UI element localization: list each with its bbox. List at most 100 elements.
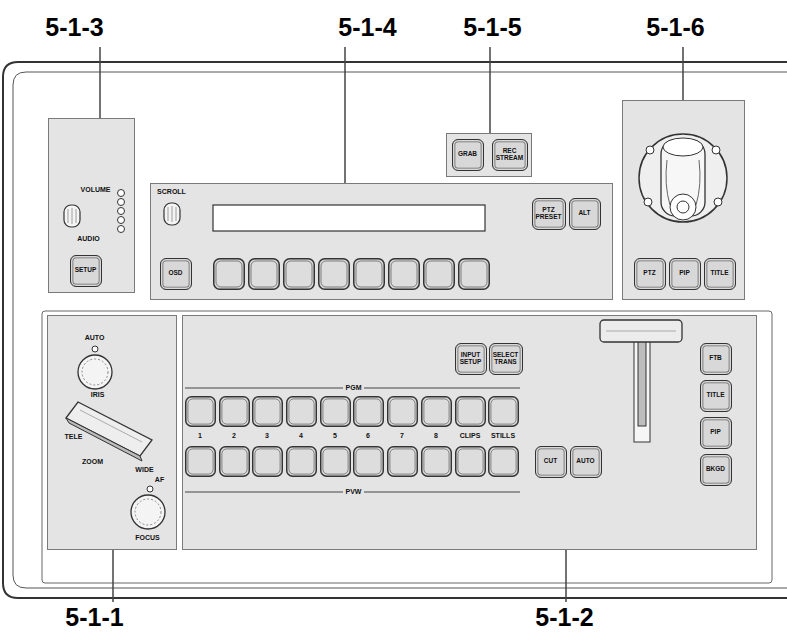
plain-button [489, 397, 519, 427]
panel-ground [47, 315, 177, 550]
plain-button [249, 259, 280, 290]
leader-line [489, 47, 491, 133]
plain-button [424, 259, 455, 290]
panel-button: ALT [569, 198, 601, 230]
panel-button: REC STREAM [492, 139, 528, 171]
panel-button: AUTO [570, 446, 602, 478]
control-panel: 5-1-2PGM12345678CLIPSSTILLSPVWINPUT SETU… [182, 315, 757, 550]
callout-number: 5-1-1 [65, 604, 123, 632]
leader-line [565, 550, 567, 602]
plain-button [389, 259, 420, 290]
button-label: PTZ PRESET [536, 207, 562, 221]
tbar-handle [600, 320, 682, 342]
zoom-rocker-side [66, 418, 142, 461]
control-panel: 5-1-6PTZPIPTITLE [622, 100, 745, 300]
housing-outline [3, 62, 787, 598]
plain-button [422, 397, 452, 427]
knob-ridge [76, 209, 77, 223]
panel-button: OSD [160, 258, 192, 290]
panel-button: SELECT TRANS [489, 343, 523, 375]
knob-ridge [82, 359, 108, 385]
scroll-knob [164, 203, 180, 225]
level-led [118, 217, 125, 224]
level-led [118, 199, 125, 206]
housing-inner-line [13, 72, 787, 588]
control-label: IRIS [91, 391, 105, 398]
plain-button [287, 447, 317, 477]
plain-button [388, 397, 418, 427]
leader-line [112, 550, 114, 602]
grip-button [670, 194, 696, 220]
af-led [147, 486, 153, 492]
panel-button: TITLE [704, 258, 736, 290]
button-label: REC STREAM [496, 148, 523, 162]
tbar-stem [638, 330, 646, 426]
lcd-display [213, 205, 485, 231]
button-label: TITLE [706, 392, 724, 399]
control-label: AUTO [85, 334, 105, 341]
button-label: PIP [679, 270, 689, 277]
plain-button [220, 397, 250, 427]
panel-button: TITLE [700, 380, 732, 412]
grip-button [677, 201, 689, 213]
knob-ridge [68, 209, 69, 223]
plain-button [388, 447, 418, 477]
leader-line [99, 47, 101, 118]
control-label: 5 [333, 432, 337, 439]
button-label: BKGD [706, 466, 725, 473]
panel-button: BKGD [700, 454, 732, 486]
plain-button [354, 259, 385, 290]
panel-button: PTZ [634, 258, 666, 290]
panel-button: CUT [535, 446, 567, 478]
plain-button [220, 447, 250, 477]
base-screw [714, 198, 722, 206]
panel-ground [150, 183, 613, 300]
button-label: PTZ [643, 270, 655, 277]
control-label: ZOOM [82, 458, 103, 465]
control-panel: 5-1-4SCROLLPTZ PRESETALTOSD [150, 183, 613, 300]
plain-button [354, 447, 384, 477]
panel-button: PIP [669, 258, 701, 290]
plain-button [284, 259, 315, 290]
plain-button [456, 397, 486, 427]
button-label: ALT [578, 210, 590, 217]
plain-button [456, 447, 486, 477]
base-screw [646, 146, 654, 154]
control-label: TELE [65, 433, 83, 440]
callout-number: 5-1-4 [338, 14, 396, 42]
control-label: 3 [265, 432, 269, 439]
knob-ridge [72, 208, 73, 224]
plain-button [422, 447, 452, 477]
control-panel: 5-1-5GRABREC STREAM [446, 133, 532, 177]
joystick-base [639, 134, 727, 222]
control-label: 1 [198, 432, 202, 439]
panel-button: PIP [700, 417, 732, 449]
volume-knob [64, 205, 80, 227]
lower-frame [42, 311, 772, 583]
auto-led [92, 346, 98, 352]
control-label: FOCUS [135, 534, 160, 541]
button-label: SELECT TRANS [493, 352, 519, 366]
plain-button [321, 397, 351, 427]
button-label: SETUP [75, 267, 97, 274]
level-led [118, 208, 125, 215]
knob-ridge [135, 499, 161, 525]
control-label: PVW [343, 488, 365, 495]
control-label: AF [155, 476, 164, 483]
iris-knob [78, 355, 112, 389]
button-label: CUT [544, 458, 557, 465]
control-label: WIDE [135, 466, 153, 473]
plain-button [253, 397, 283, 427]
control-label: 8 [434, 432, 438, 439]
control-label: AUDIO [77, 235, 100, 242]
base-screw [712, 146, 720, 154]
callout-number: 5-1-2 [535, 604, 593, 632]
plain-button [459, 259, 490, 290]
plain-button [321, 447, 351, 477]
plain-button [319, 259, 350, 290]
callout-number: 5-1-3 [45, 14, 103, 42]
button-label: OSD [168, 270, 182, 277]
button-label: GRAB [458, 151, 477, 158]
panel-button: PTZ PRESET [532, 198, 566, 230]
